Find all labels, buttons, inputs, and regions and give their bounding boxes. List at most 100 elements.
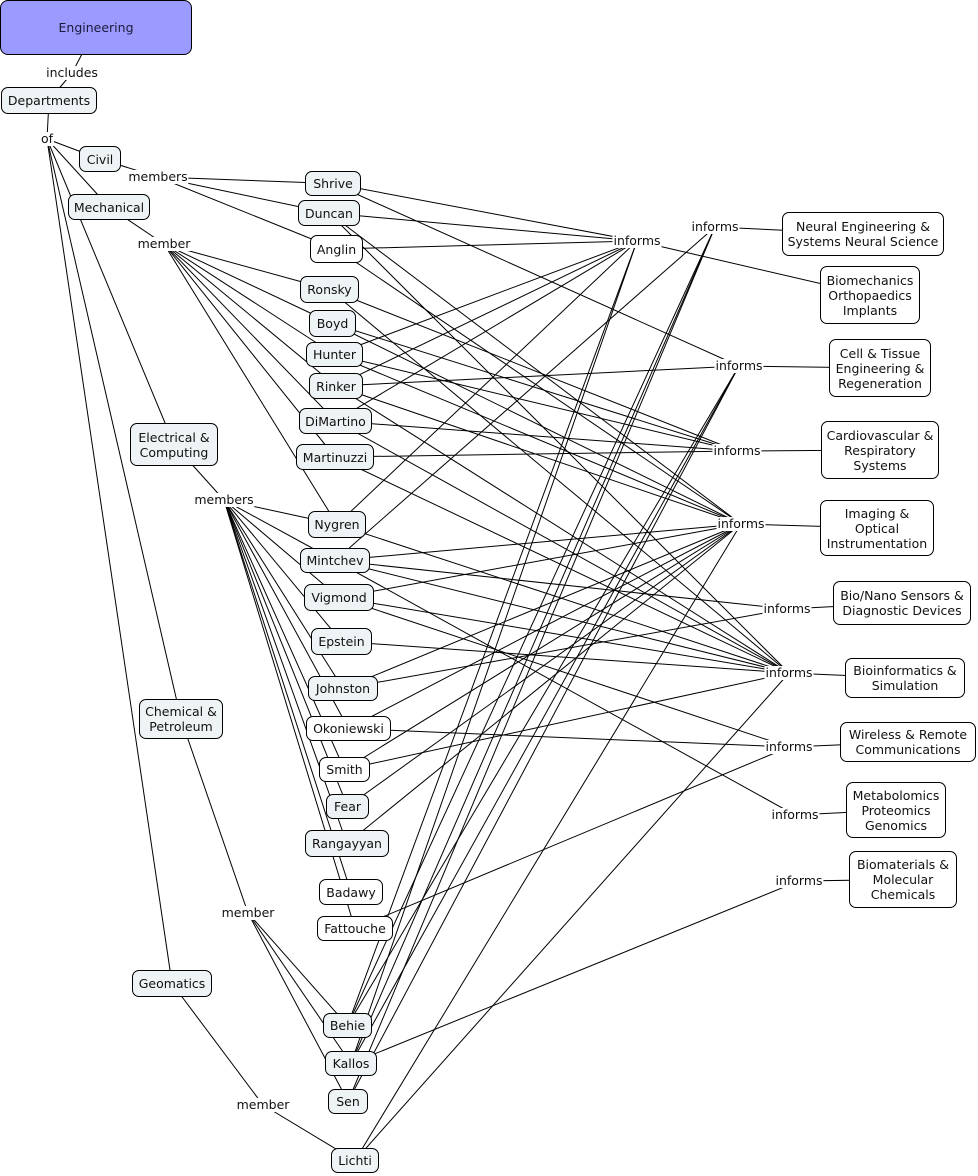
topic-wireless-remote[interactable]: Wireless & Remote Communications <box>840 722 976 762</box>
link-civil-members: members <box>127 169 189 184</box>
edge-l_of-chemical <box>46 138 182 720</box>
member-vigmond[interactable]: Vigmond <box>304 584 374 611</box>
edge-fear-i_imaging <box>347 523 742 807</box>
edge-l_elec_members-vigmond <box>223 499 340 598</box>
edge-hunter-i_cardio <box>334 354 738 452</box>
edge-chemical-l_chem_member <box>180 718 249 914</box>
member-sen[interactable]: Sen <box>328 1089 368 1114</box>
topic-neural-engineering[interactable]: Neural Engineering & Systems Neural Scie… <box>782 212 944 256</box>
edge-mintchev-i_omics <box>334 560 796 816</box>
concept-chemical-petroleum[interactable]: Chemical & Petroleum <box>139 699 223 739</box>
edge-l_mech_member-nygren <box>163 243 338 525</box>
edge-l_elec_members-fear <box>223 499 348 807</box>
edge-smith-i_bioinf <box>344 672 790 770</box>
member-rinker[interactable]: Rinker <box>309 373 363 399</box>
link-chemical-member: member <box>220 905 276 920</box>
topic-bio-nano-sensors[interactable]: Bio/Nano Sensors & Diagnostic Devices <box>833 581 971 625</box>
topic-biomaterials[interactable]: Biomaterials & Molecular Chemicals <box>849 851 957 908</box>
member-ronsky[interactable]: Ronsky <box>300 276 359 303</box>
member-dimartino[interactable]: DiMartino <box>299 408 372 434</box>
edge-l_mech_member-dimartino <box>163 243 336 422</box>
edge-dimartino-i_bioinf <box>335 420 790 674</box>
edge-nygren-i_bioinf <box>336 524 790 674</box>
member-fear[interactable]: Fear <box>326 794 369 819</box>
edge-vigmond-i_wireless <box>338 597 790 748</box>
edge-hunter-i_imaging <box>334 354 742 525</box>
edge-dimartino-i_cardio <box>335 420 738 452</box>
edge-hunter-i_biomech <box>334 240 638 355</box>
link-electrical-members: members <box>193 492 255 507</box>
member-shrive[interactable]: Shrive <box>305 171 361 196</box>
edge-okoniewski-i_wireless <box>348 728 790 748</box>
member-smith[interactable]: Smith <box>319 757 370 782</box>
edge-l_of-electrical <box>46 138 175 445</box>
concept-electrical-computing[interactable]: Electrical & Computing <box>130 423 218 466</box>
edge-rinker-i_bioinf <box>335 385 790 674</box>
edge-duncan-i_bioinf <box>328 212 790 674</box>
edge-mintchev-i_neural <box>334 226 716 561</box>
concept-civil[interactable]: Civil <box>79 146 121 172</box>
topic-omics[interactable]: Metabolomics Proteomics Genomics <box>846 782 946 838</box>
member-anglin[interactable]: Anglin <box>310 235 363 263</box>
edge-martinuzzi-i_bioinf <box>334 456 790 674</box>
member-hunter[interactable]: Hunter <box>306 342 363 367</box>
concept-geomatics[interactable]: Geomatics <box>132 970 212 997</box>
link-informs-biomaterials: informs <box>774 873 824 888</box>
member-rangayyan[interactable]: Rangayyan <box>305 830 389 857</box>
member-johnston[interactable]: Johnston <box>308 676 378 701</box>
edge-johnston-i_imaging <box>342 523 742 689</box>
edge-nygren-i_biomech <box>336 240 638 525</box>
edge-l_civil_members-anglin <box>157 176 337 250</box>
concept-mechanical[interactable]: Mechanical <box>68 194 150 220</box>
edge-smith-i_imaging <box>344 523 742 770</box>
edge-ronsky-i_cardio <box>329 289 738 452</box>
edge-rinker-i_cell <box>335 365 740 387</box>
link-mechanical-member: member <box>136 236 192 251</box>
topic-cardiovascular[interactable]: Cardiovascular & Respiratory Systems <box>821 421 939 479</box>
link-informs-cell: informs <box>714 358 764 373</box>
topic-imaging-optical[interactable]: Imaging & Optical Instrumentation <box>820 500 934 556</box>
member-duncan[interactable]: Duncan <box>298 200 360 226</box>
edge-l_elec_members-rangayyan <box>223 499 348 844</box>
edge-kallos-i_neural <box>350 226 716 1064</box>
edge-geomatics-l_geo_member <box>171 983 264 1106</box>
edge-shrive-i_cell <box>332 183 740 367</box>
link-informs-sensors: informs <box>762 601 812 616</box>
topic-biomechanics[interactable]: Biomechanics Orthopaedics Implants <box>820 266 920 324</box>
link-geomatics-member: member <box>235 1097 291 1112</box>
edge-epstein-i_bioinf <box>341 641 790 674</box>
edge-lichti-i_imaging <box>354 523 742 1161</box>
edge-duncan-i_imaging <box>328 212 742 525</box>
edge-mintchev-i_imaging <box>334 523 742 561</box>
topic-cell-tissue[interactable]: Cell & Tissue Engineering & Regeneration <box>829 339 931 397</box>
member-fattouche[interactable]: Fattouche <box>317 916 393 941</box>
link-informs-wireless: informs <box>764 739 814 754</box>
member-lichti[interactable]: Lichti <box>331 1148 379 1173</box>
member-kallos[interactable]: Kallos <box>325 1051 377 1076</box>
member-martinuzzi[interactable]: Martinuzzi <box>296 444 374 470</box>
edge-l_chem_member-kallos <box>247 912 352 1064</box>
member-okoniewski[interactable]: Okoniewski <box>306 716 391 741</box>
member-epstein[interactable]: Epstein <box>311 628 372 655</box>
member-boyd[interactable]: Boyd <box>309 310 356 337</box>
edge-anglin-i_imaging <box>336 248 742 525</box>
link-informs-cardio: informs <box>712 443 762 458</box>
member-mintchev[interactable]: Mintchev <box>300 548 370 573</box>
edge-shrive-i_biomech <box>332 183 638 242</box>
edge-behie-i_cell <box>347 365 740 1026</box>
edge-duncan-i_biomech <box>328 212 638 242</box>
edge-behie-i_neural <box>347 226 716 1026</box>
topic-bioinformatics[interactable]: Bioinformatics & Simulation <box>845 658 965 698</box>
edge-dimartino-i_biomech <box>335 240 638 422</box>
edge-kallos-i_biomech <box>350 240 638 1064</box>
edge-fattouche-i_wireless <box>354 746 790 929</box>
concept-departments[interactable]: Departments <box>1 87 97 114</box>
member-behie[interactable]: Behie <box>323 1013 372 1038</box>
link-of: of <box>39 131 55 146</box>
member-nygren[interactable]: Nygren <box>308 511 366 538</box>
link-includes: includes <box>45 65 99 80</box>
edge-l_chem_member-behie <box>247 912 348 1026</box>
concept-engineering[interactable]: Engineering <box>0 0 192 55</box>
member-badawy[interactable]: Badawy <box>319 879 383 905</box>
edge-boyd-i_imaging <box>332 323 742 525</box>
